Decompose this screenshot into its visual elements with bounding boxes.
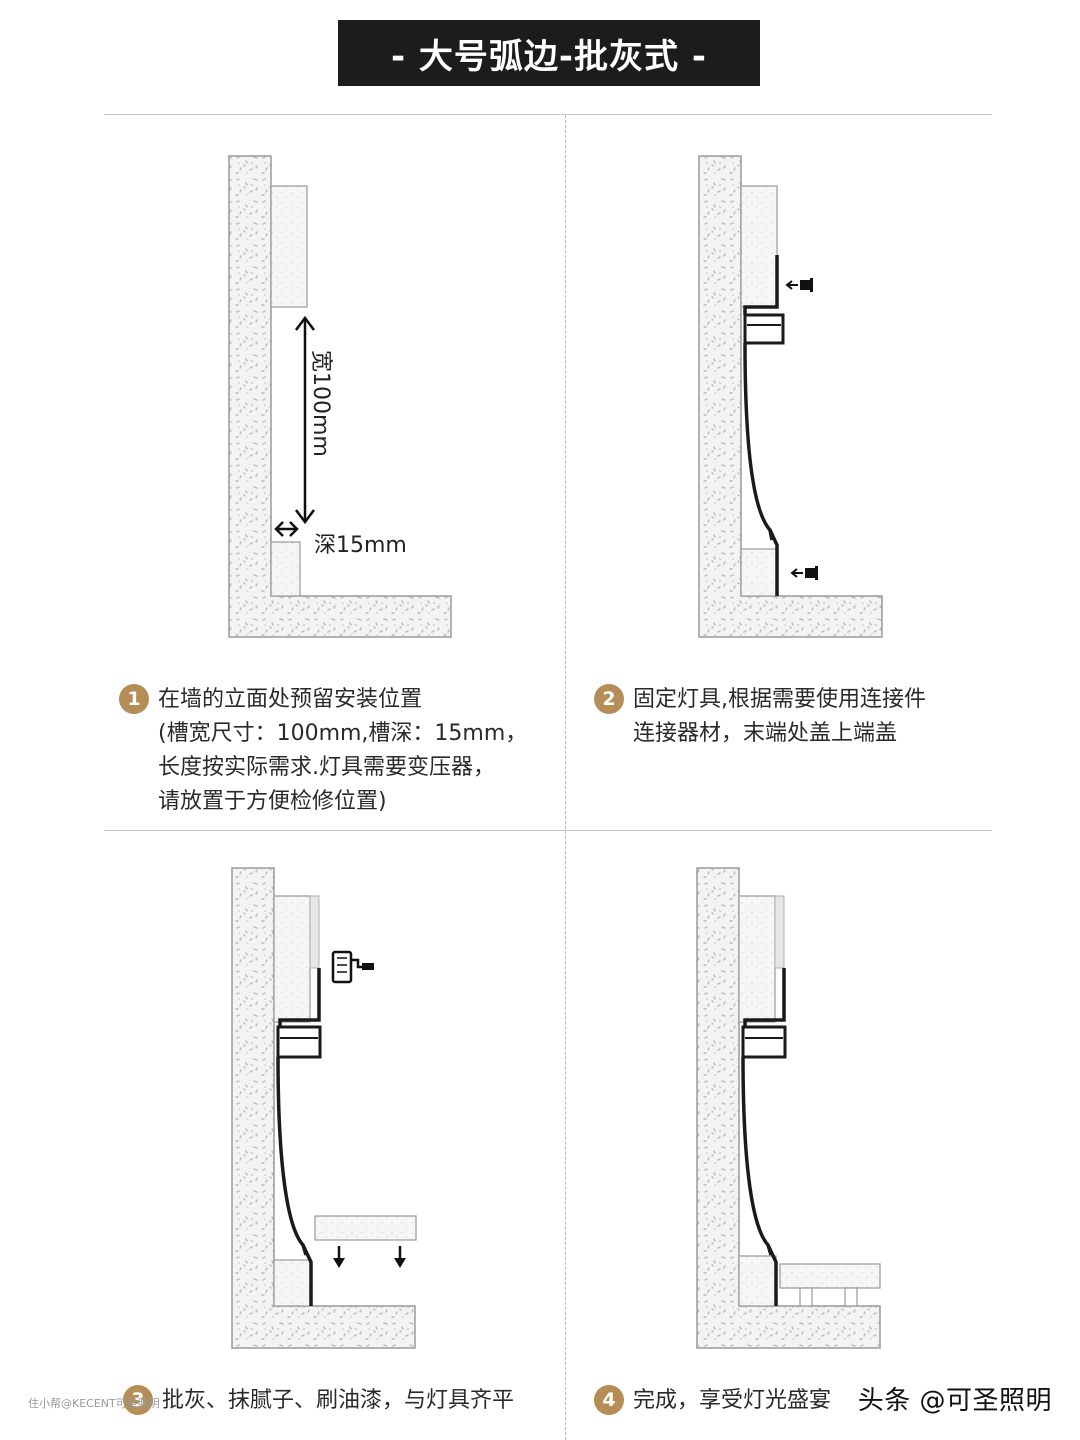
step-3-line: 批灰、抹腻子、刷油漆，与灯具齐平 — [162, 1388, 515, 1413]
floor-support — [799, 1287, 813, 1307]
down-arrow-icon — [394, 1246, 406, 1268]
gypsum-board-lower — [270, 541, 301, 597]
gypsum-board-upper — [270, 185, 308, 308]
panel-2-drawing — [698, 155, 883, 638]
width-label: 宽100mm — [308, 350, 333, 457]
step-1-line: 长度按实际需求.灯具需要变压器， — [158, 755, 495, 780]
step-2: 2 固定灯具,根据需要使用连接件 连接器材，末端处盖上端盖 — [594, 683, 926, 751]
step-2-badge: 2 — [594, 684, 624, 714]
step-1-line: 在墙的立面处预留安装位置 — [158, 687, 423, 712]
step-1-line: (槽宽尺寸：100mm,槽深：15mm， — [158, 721, 528, 746]
gypsum-board-lower — [738, 1255, 777, 1307]
step-1-badge: 1 — [119, 684, 149, 714]
wall-section — [228, 155, 452, 638]
paint-roller-icon — [331, 950, 374, 984]
gypsum-board-upper — [740, 185, 778, 308]
putty-layer — [774, 895, 785, 969]
floor-support — [844, 1287, 858, 1307]
top-divider — [104, 114, 992, 115]
middle-divider — [104, 830, 992, 831]
step-2-line: 连接器材，末端处盖上端盖 — [633, 721, 898, 746]
step-4-badge: 4 — [594, 1385, 624, 1415]
double-arrow-icon — [295, 315, 315, 525]
depth-label: 深15mm — [314, 533, 407, 558]
step-1-text: 在墙的立面处预留安装位置 (槽宽尺寸：100mm,槽深：15mm， 长度按实际需… — [158, 683, 527, 819]
screw-icon — [785, 278, 813, 292]
wall-section — [231, 867, 416, 1349]
step-1: 1 在墙的立面处预留安装位置 (槽宽尺寸：100mm,槽深：15mm， 长度按实… — [119, 683, 527, 819]
gypsum-board-upper — [273, 895, 311, 1023]
step-3-text: 批灰、抹腻子、刷油漆，与灯具齐平 — [162, 1384, 514, 1418]
step-3-badge: 3 — [123, 1385, 153, 1415]
gypsum-board-upper — [738, 895, 776, 1023]
step-3: 3 批灰、抹腻子、刷油漆，与灯具齐平 — [123, 1384, 514, 1418]
panel-3-drawing — [231, 867, 417, 1349]
step-4: 4 完成，享受灯光盛宴 — [594, 1384, 831, 1418]
light-profile — [276, 968, 322, 1306]
step-2-line: 固定灯具,根据需要使用连接件 — [633, 687, 926, 712]
light-profile — [741, 968, 787, 1306]
faint-watermark: 住小帮@KECENT可圣照明 — [28, 1397, 160, 1410]
gypsum-board-lower — [273, 1259, 312, 1307]
wall-section — [698, 155, 883, 638]
panel-1-drawing: 宽100mm 深15mm — [228, 155, 452, 638]
step-4-text: 完成，享受灯光盛宴 — [633, 1384, 831, 1418]
step-1-line: 请放置于方便检修位置) — [158, 789, 387, 814]
wall-section — [696, 867, 881, 1349]
center-divider — [565, 115, 566, 1440]
panel-4-drawing — [696, 867, 881, 1349]
source-watermark: 头条 @可圣照明 — [857, 1386, 1052, 1416]
step-4-line: 完成，享受灯光盛宴 — [633, 1388, 832, 1413]
floor-board — [314, 1215, 417, 1241]
step-2-text: 固定灯具,根据需要使用连接件 连接器材，末端处盖上端盖 — [633, 683, 926, 751]
putty-layer — [309, 895, 320, 969]
light-profile — [743, 255, 785, 596]
gypsum-board-lower — [740, 548, 779, 597]
down-arrow-icon — [333, 1246, 345, 1268]
floor-board — [779, 1263, 881, 1289]
depth-arrow-icon — [274, 521, 299, 537]
screw-icon — [790, 566, 818, 580]
page-title: - 大号弧边-批灰式 - — [338, 20, 760, 86]
